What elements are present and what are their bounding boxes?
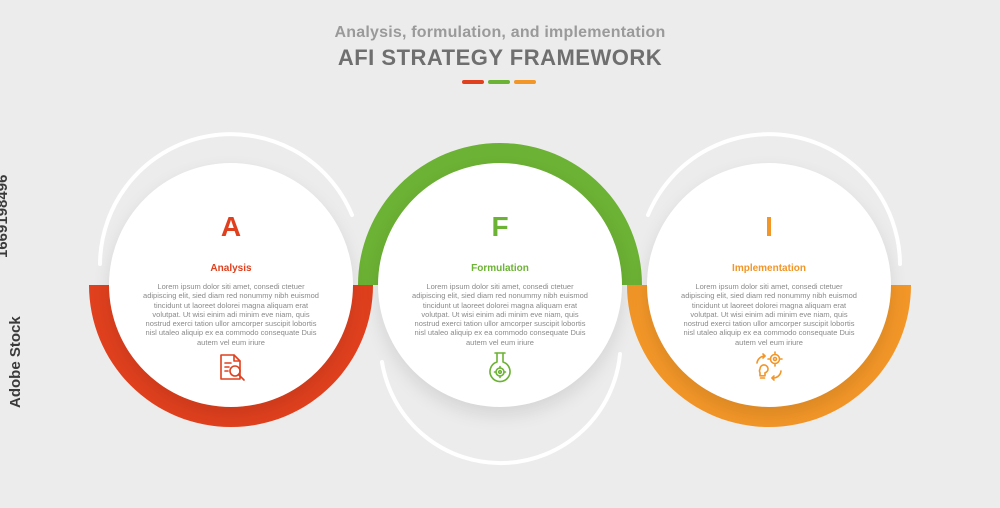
stage-card-analysis: A Analysis Lorem ipsum dolor siti amet, … <box>109 163 353 407</box>
stage-card-implementation: I Implementation Lorem ipsum dolor siti … <box>647 163 891 407</box>
arc-a-colored <box>89 285 373 427</box>
diagram-subtitle: Analysis, formulation, and implementatio… <box>334 24 666 41</box>
stage-card-formulation: F Formulation Lorem ipsum dolor siti ame… <box>378 163 622 407</box>
diagram-title: AFI STRATEGY FRAMEWORK <box>337 45 663 70</box>
stage-description: Lorem ipsum dolor siti amet, consedi cte… <box>681 282 857 347</box>
stage-letter: F <box>491 211 509 242</box>
arc-f-white <box>380 352 622 466</box>
stage-label: Analysis <box>210 263 252 274</box>
stage-label: Formulation <box>471 263 529 274</box>
arc-i-white <box>646 132 902 266</box>
stage-letter: A <box>220 211 242 242</box>
stage-letter: I <box>765 211 773 242</box>
arc-f-colored <box>358 143 642 285</box>
stage-label: Implementation <box>732 263 806 274</box>
accent-bar-green <box>488 80 510 84</box>
gears-bulb-icon <box>756 351 783 381</box>
arc-i-colored <box>627 285 911 427</box>
stage-description: Lorem ipsum dolor siti amet, consedi cte… <box>143 282 319 347</box>
document-search-icon <box>220 354 245 381</box>
flask-gear-icon <box>489 352 511 383</box>
title-accent-bars <box>462 80 536 84</box>
watermark-id: 1669198496 <box>0 174 11 258</box>
arc-a-white <box>98 132 354 266</box>
stage-description: Lorem ipsum dolor siti amet, consedi cte… <box>412 282 588 347</box>
accent-bar-red <box>462 80 484 84</box>
watermark-text: Adobe Stock <box>7 316 24 408</box>
accent-bar-orange <box>514 80 536 84</box>
